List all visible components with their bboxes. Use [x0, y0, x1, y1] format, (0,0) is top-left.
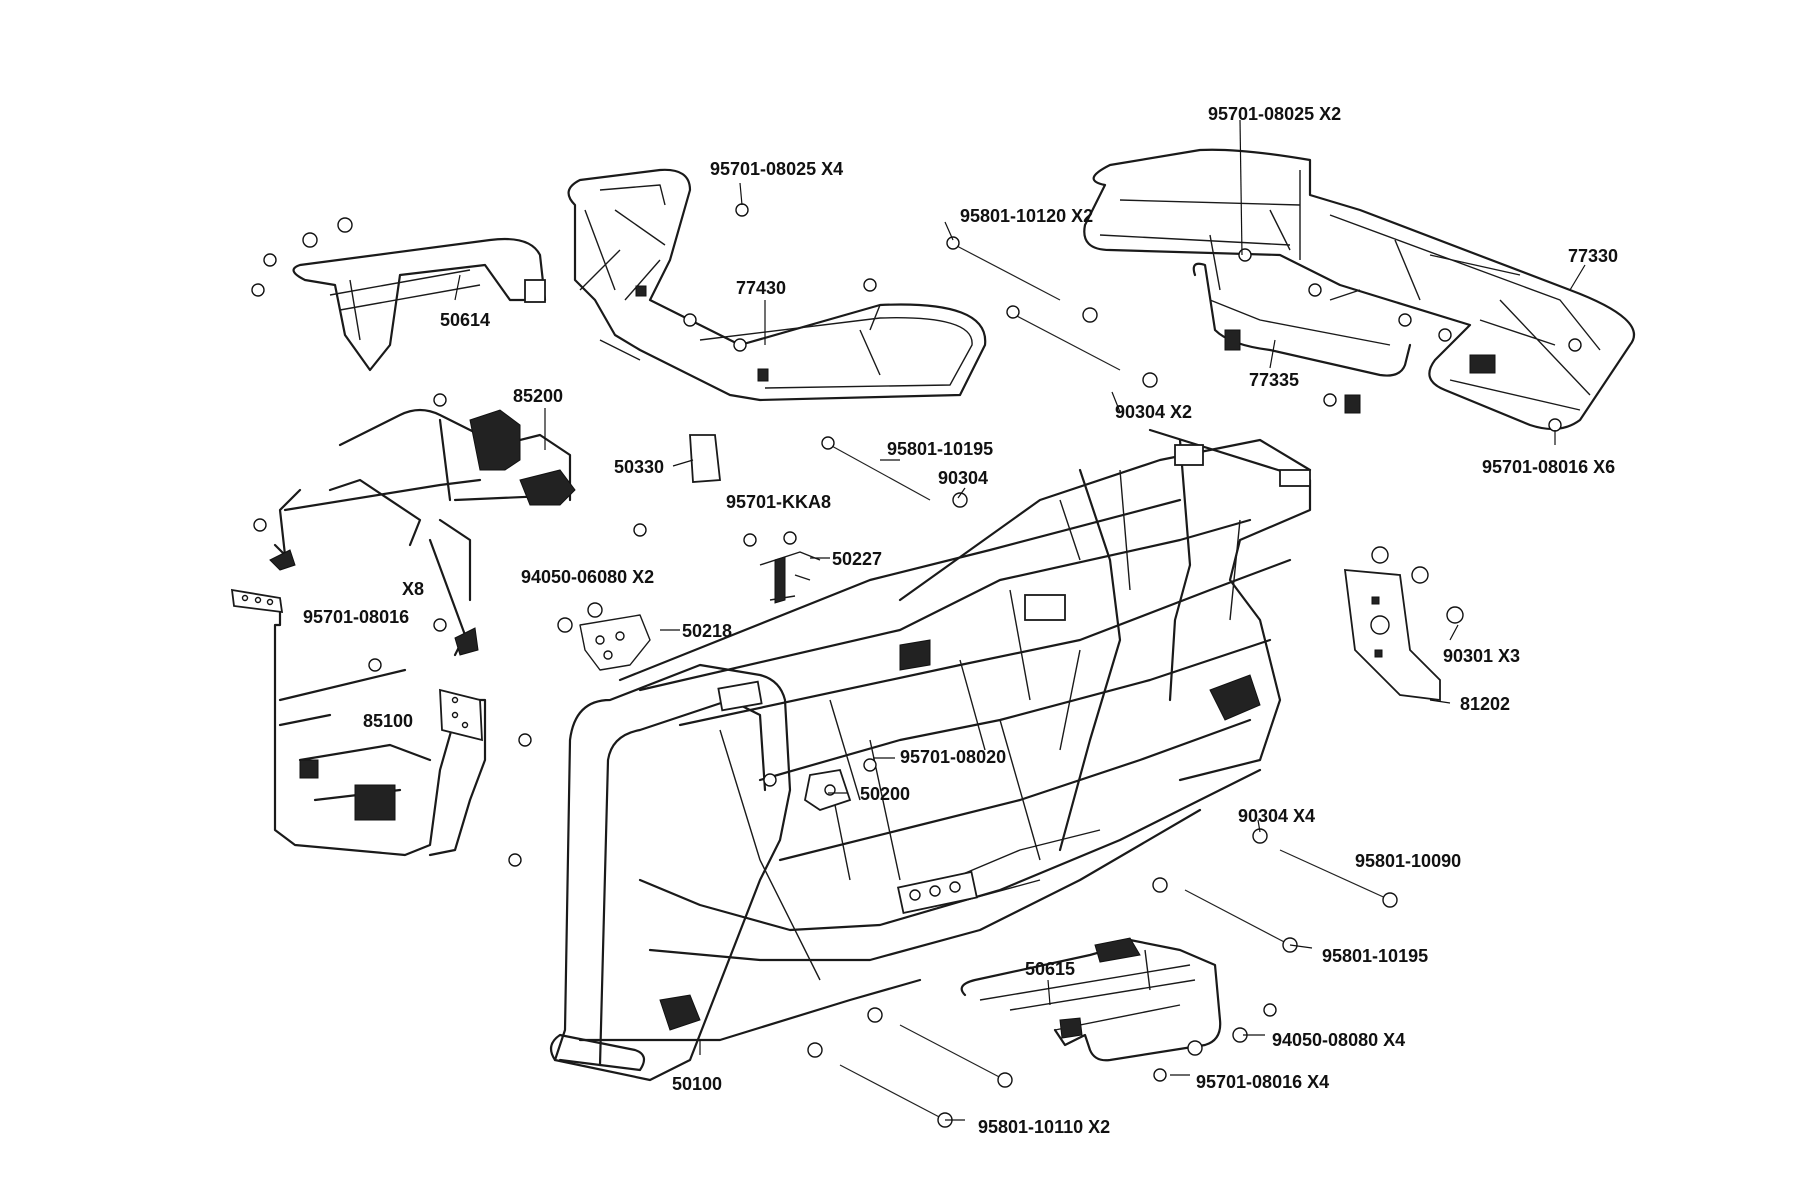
label-50200: 50200: [860, 784, 910, 804]
label-90304: 90304: [938, 468, 988, 488]
label-77335: 77335: [1249, 370, 1299, 390]
label-x8: X8: [402, 579, 424, 599]
label-95701-kka8: 95701-KKA8: [726, 492, 831, 512]
label-50615: 50615: [1025, 959, 1075, 979]
bracket-50200: [803, 768, 852, 811]
label-94050-06080-x2: 94050-06080 X2: [521, 567, 654, 587]
label-95801-10090: 95801-10090: [1355, 851, 1461, 871]
label-90304-x4: 90304 X4: [1238, 806, 1315, 826]
label-50100: 50100: [672, 1074, 722, 1094]
label-95801-10195-top: 95801-10195: [887, 439, 993, 459]
rear-carrier-77330: [1083, 148, 1636, 431]
label-95801-10195-bottom: 95801-10195: [1322, 946, 1428, 966]
rear-carrier-subframe-77335: [1192, 262, 1412, 414]
label-50614: 50614: [440, 310, 490, 330]
label-95701-08016-x4: 95701-08016 X4: [1196, 1072, 1329, 1092]
label-50227: 50227: [832, 549, 882, 569]
label-50330: 50330: [614, 457, 664, 477]
label-94050-08080-x4: 94050-08080 X4: [1272, 1030, 1405, 1050]
label-90304-x2: 90304 X2: [1115, 402, 1192, 422]
label-77330: 77330: [1568, 246, 1618, 266]
label-81202: 81202: [1460, 694, 1510, 714]
front-guard-85200: [269, 408, 576, 657]
label-95701-08025-x4: 95701-08025 X4: [710, 159, 843, 179]
label-95801-10110-x2: 95801-10110 X2: [978, 1117, 1110, 1137]
rear-subframe-50615: [960, 937, 1222, 1062]
label-50218: 50218: [682, 621, 732, 641]
bracket-50218: [579, 614, 651, 671]
label-85100: 85100: [363, 711, 413, 731]
fastener-hardware: [251, 203, 1582, 1082]
label-85200: 85200: [513, 386, 563, 406]
label-90301-x3: 90301 X3: [1443, 646, 1520, 666]
leader-lines: [454, 119, 1586, 1121]
bracket-50227: [759, 551, 821, 604]
part-labels: 95701-08025 X4 95701-08025 X2 95801-1012…: [303, 104, 1618, 1137]
label-95701-08016-x6: 95701-08016 X6: [1482, 457, 1615, 477]
long-bolts: [821, 236, 1398, 1128]
label-95701-08020: 95701-08020: [900, 747, 1006, 767]
bracket-50614: [292, 237, 547, 372]
label-95701-08016-left: 95701-08016: [303, 607, 409, 627]
skid-plate-50330: [689, 434, 721, 483]
front-bumper-85100: [230, 588, 487, 857]
engine-plate-81202: [1343, 569, 1441, 702]
label-95701-08025-x2: 95701-08025 X2: [1208, 104, 1341, 124]
label-95801-10120-x2: 95801-10120 X2: [960, 206, 1093, 226]
label-77430: 77430: [736, 278, 786, 298]
main-frame-50100: [549, 428, 1312, 1082]
